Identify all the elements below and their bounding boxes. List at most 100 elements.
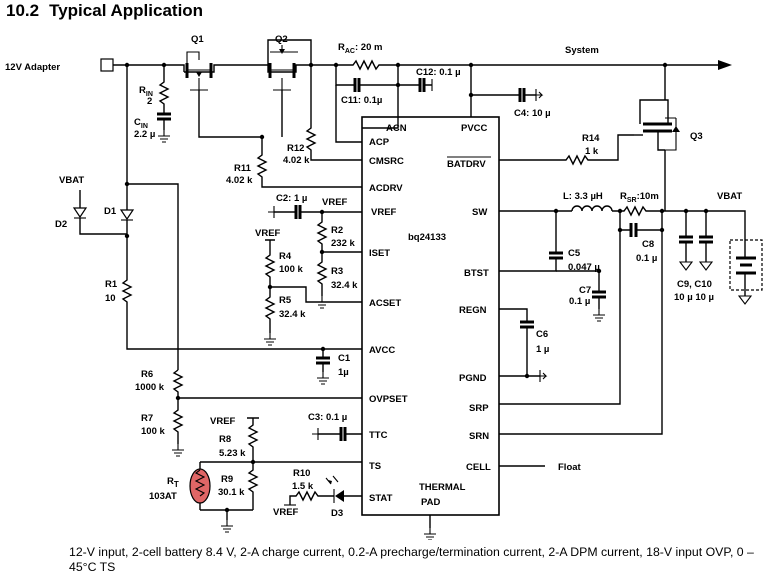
c2-label: C2: 1 µ (276, 193, 307, 204)
vref-c2-label: VREF (322, 197, 348, 208)
pad-label: PAD (421, 497, 440, 508)
section-heading: 10.2 Typical Application (6, 1, 203, 21)
svg-text:Q3: Q3 (690, 131, 703, 142)
svg-text:2.2 µ: 2.2 µ (134, 129, 155, 140)
c1-label: C1 (338, 353, 351, 364)
r10-label: R10 (293, 468, 310, 479)
svg-text:32.4 k: 32.4 k (279, 309, 306, 320)
c910-label: C9, C10 (677, 279, 712, 290)
svg-text:0.1 µ: 0.1 µ (636, 253, 657, 264)
schematic-diagram: bq24133 THERMAL PAD ACN ACP CMSRC ACDRV … (5, 34, 763, 540)
mosfet-q1: Q1 (180, 34, 258, 91)
d2-label: D2 (55, 219, 67, 230)
pin-ovpset: OVPSET (369, 394, 408, 405)
c11-label: C11: 0.1µ (341, 95, 382, 106)
svg-text:100 k: 100 k (279, 264, 303, 275)
r6-label: R6 (141, 369, 153, 380)
vbat-left-label: VBAT (59, 175, 84, 186)
r14-label: R14 (582, 133, 600, 144)
svg-text:232 k: 232 k (331, 238, 355, 249)
thermistor-rt (189, 468, 211, 504)
svg-text:30.1 k: 30.1 k (218, 487, 245, 498)
svg-text:32.4 k: 32.4 k (331, 280, 358, 291)
svg-text:4.02 k: 4.02 k (226, 175, 253, 186)
rsr-label: RSR:10m (620, 191, 659, 204)
pin-srp: SRP (469, 403, 489, 414)
svg-text:10: 10 (105, 293, 116, 304)
svg-text:2: 2 (147, 96, 152, 107)
svg-text:103AT: 103AT (149, 491, 177, 502)
svg-text:1µ: 1µ (338, 367, 349, 378)
thermal-label: THERMAL (419, 482, 466, 493)
figure-caption: 12-V input, 2-cell battery 8.4 V, 2-A ch… (69, 545, 754, 574)
r3-label: R3 (331, 266, 343, 277)
rt-label: RT (167, 476, 179, 489)
svg-text:0.047 µ: 0.047 µ (568, 262, 600, 273)
ic-body (361, 116, 500, 516)
pin-batdrv: BATDRV (447, 159, 486, 170)
c3-label: C3: 0.1 µ (308, 412, 347, 423)
svg-text:0.1 µ: 0.1 µ (569, 296, 590, 307)
rac-label: RAC: 20 m (338, 42, 382, 55)
svg-text:4.02 k: 4.02 k (283, 155, 310, 166)
pin-acdrv: ACDRV (369, 183, 403, 194)
vref-r8-label: VREF (210, 416, 236, 427)
svg-text:1000 k: 1000 k (135, 382, 165, 393)
c6-label: C6 (536, 329, 548, 340)
adapter-label: 12V Adapter (5, 62, 60, 73)
pin-avcc: AVCC (369, 345, 395, 356)
r2-label: R2 (331, 225, 343, 236)
svg-text:1 µ: 1 µ (536, 344, 549, 355)
svg-text:1.5 k: 1.5 k (292, 481, 314, 492)
c8-label: C8 (642, 239, 654, 250)
float-label: Float (558, 462, 582, 473)
pin-acset: ACSET (369, 298, 401, 309)
r12-label: R12 (287, 143, 304, 154)
r7-label: R7 (141, 413, 153, 424)
svg-text:5.23 k: 5.23 k (219, 448, 246, 459)
pin-cell: CELL (466, 462, 491, 473)
c7-label: C7 (579, 285, 591, 296)
vref-r4-label: VREF (255, 228, 281, 239)
svg-text:Q2: Q2 (275, 34, 288, 45)
pin-pgnd: PGND (459, 373, 487, 384)
c12-label: C12: 0.1 µ (416, 67, 461, 78)
r1-label: R1 (105, 279, 118, 290)
pin-srn: SRN (469, 431, 489, 442)
mosfet-q2: Q2 (258, 34, 312, 91)
svg-text:10 µ 10 µ: 10 µ 10 µ (674, 292, 714, 303)
r5-label: R5 (279, 295, 292, 306)
inductor-label: L: 3.3 µH (563, 191, 603, 202)
mosfet-q3: Q3 (634, 65, 703, 211)
system-label: System (565, 45, 599, 56)
pin-vref: VREF (371, 207, 397, 218)
r9-label: R9 (221, 474, 233, 485)
system-arrow (718, 60, 732, 70)
vbat-right-label: VBAT (717, 191, 742, 202)
section-number: 10.2 (6, 1, 40, 20)
pin-btst: BTST (464, 268, 489, 279)
d3-label: D3 (331, 508, 343, 519)
pin-stat: STAT (369, 493, 393, 504)
pin-pvcc: PVCC (461, 123, 488, 134)
d1-label: D1 (104, 206, 117, 217)
section-title: Typical Application (49, 1, 204, 20)
cin-label: CIN (134, 117, 148, 130)
pin-sw: SW (472, 207, 487, 218)
pin-iset: ISET (369, 248, 390, 259)
svg-text:Q1: Q1 (191, 34, 204, 45)
r8-label: R8 (219, 434, 231, 445)
pin-regn: REGN (459, 305, 487, 316)
c5-label: C5 (568, 248, 581, 259)
adapter-connector (100, 58, 114, 72)
c4-label: C4: 10 µ (514, 108, 551, 119)
rin-label: RIN (139, 85, 153, 98)
pin-ttc: TTC (369, 430, 388, 441)
svg-text:1 k: 1 k (585, 146, 599, 157)
svg-text:100 k: 100 k (141, 426, 165, 437)
r4-label: R4 (279, 251, 292, 262)
pin-acp: ACP (369, 137, 390, 148)
pin-ts: TS (369, 461, 381, 472)
pin-cmsrc: CMSRC (369, 156, 404, 167)
vref-r10-label: VREF (273, 507, 299, 518)
